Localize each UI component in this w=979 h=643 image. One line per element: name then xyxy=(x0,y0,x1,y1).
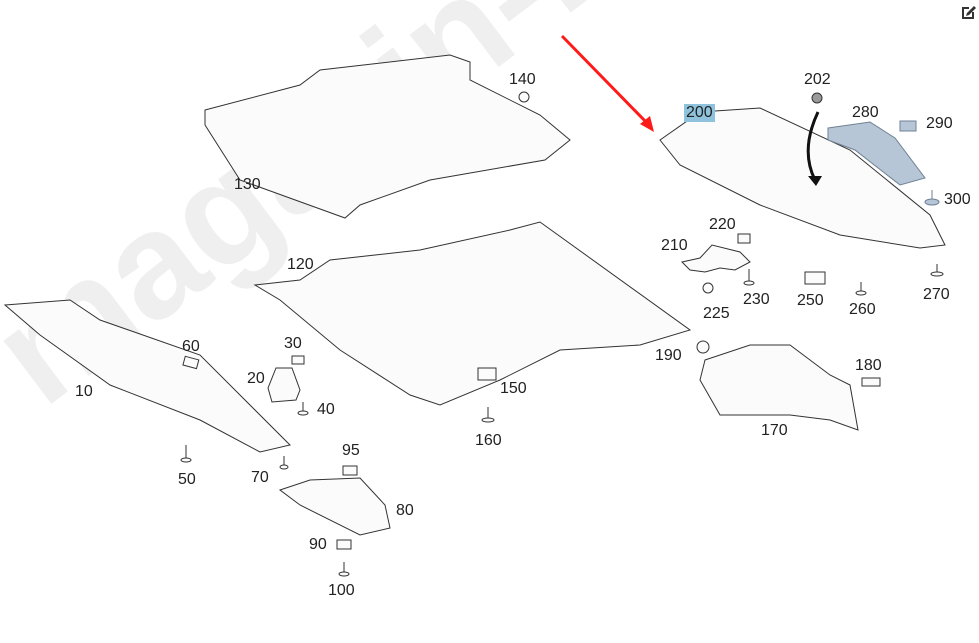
part-50-shape xyxy=(180,445,192,463)
part-80-shape xyxy=(278,477,391,536)
label-20[interactable]: 20 xyxy=(247,370,265,387)
label-280[interactable]: 280 xyxy=(852,104,879,121)
label-40[interactable]: 40 xyxy=(317,401,335,418)
part-30-shape xyxy=(291,355,305,365)
part-40-shape xyxy=(297,402,309,416)
label-180[interactable]: 180 xyxy=(855,357,882,374)
label-100[interactable]: 100 xyxy=(328,582,355,599)
part-280-shape xyxy=(827,121,926,186)
part-100-shape xyxy=(338,562,350,577)
part-200-shape xyxy=(659,107,946,249)
part-130-shape xyxy=(204,54,571,219)
label-80[interactable]: 80 xyxy=(396,502,414,519)
part-20-shape xyxy=(267,367,301,403)
part-230-shape xyxy=(743,269,755,286)
part-202-shape xyxy=(811,92,823,104)
part-170-shape xyxy=(699,344,859,431)
part-10-shape xyxy=(3,299,291,453)
label-130[interactable]: 130 xyxy=(234,176,261,193)
part-140-shape xyxy=(518,91,530,103)
curved-arrow xyxy=(806,111,820,181)
label-300[interactable]: 300 xyxy=(944,191,971,208)
label-90[interactable]: 90 xyxy=(309,536,327,553)
edit-button[interactable] xyxy=(958,2,978,22)
part-90-shape xyxy=(336,539,352,550)
part-70-shape xyxy=(279,456,289,470)
part-270-shape xyxy=(930,264,944,277)
edit-icon xyxy=(962,6,976,19)
label-210[interactable]: 210 xyxy=(661,237,688,254)
label-225[interactable]: 225 xyxy=(703,305,730,322)
label-10[interactable]: 10 xyxy=(75,383,93,400)
label-290[interactable]: 290 xyxy=(926,115,953,132)
label-150[interactable]: 150 xyxy=(500,380,527,397)
part-250-shape xyxy=(804,271,826,285)
label-140[interactable]: 140 xyxy=(509,71,536,88)
part-60-shape xyxy=(182,355,200,370)
part-120-shape xyxy=(253,221,692,406)
label-202[interactable]: 202 xyxy=(804,71,831,88)
part-220-shape xyxy=(737,233,751,244)
part-290-shape xyxy=(899,120,917,132)
part-180-shape xyxy=(861,377,881,387)
label-95[interactable]: 95 xyxy=(342,442,360,459)
red-arrow xyxy=(560,34,650,126)
part-95-shape xyxy=(342,465,358,476)
part-225-shape xyxy=(702,282,714,294)
label-270[interactable]: 270 xyxy=(923,286,950,303)
part-190-shape xyxy=(696,340,710,354)
label-230[interactable]: 230 xyxy=(743,291,770,308)
label-50[interactable]: 50 xyxy=(178,471,196,488)
part-160-shape xyxy=(481,407,495,423)
label-260[interactable]: 260 xyxy=(849,301,876,318)
label-200[interactable]: 200 xyxy=(684,104,715,122)
label-250[interactable]: 250 xyxy=(797,292,824,309)
label-190[interactable]: 190 xyxy=(655,347,682,364)
label-220[interactable]: 220 xyxy=(709,216,736,233)
label-70[interactable]: 70 xyxy=(251,469,269,486)
part-210-shape xyxy=(681,244,751,273)
part-150-shape xyxy=(477,367,497,381)
part-300-shape xyxy=(924,190,940,206)
label-30[interactable]: 30 xyxy=(284,335,302,352)
label-120[interactable]: 120 xyxy=(287,256,314,273)
label-160[interactable]: 160 xyxy=(475,432,502,449)
label-170[interactable]: 170 xyxy=(761,422,788,439)
label-60[interactable]: 60 xyxy=(182,338,200,355)
part-260-shape xyxy=(855,282,867,296)
